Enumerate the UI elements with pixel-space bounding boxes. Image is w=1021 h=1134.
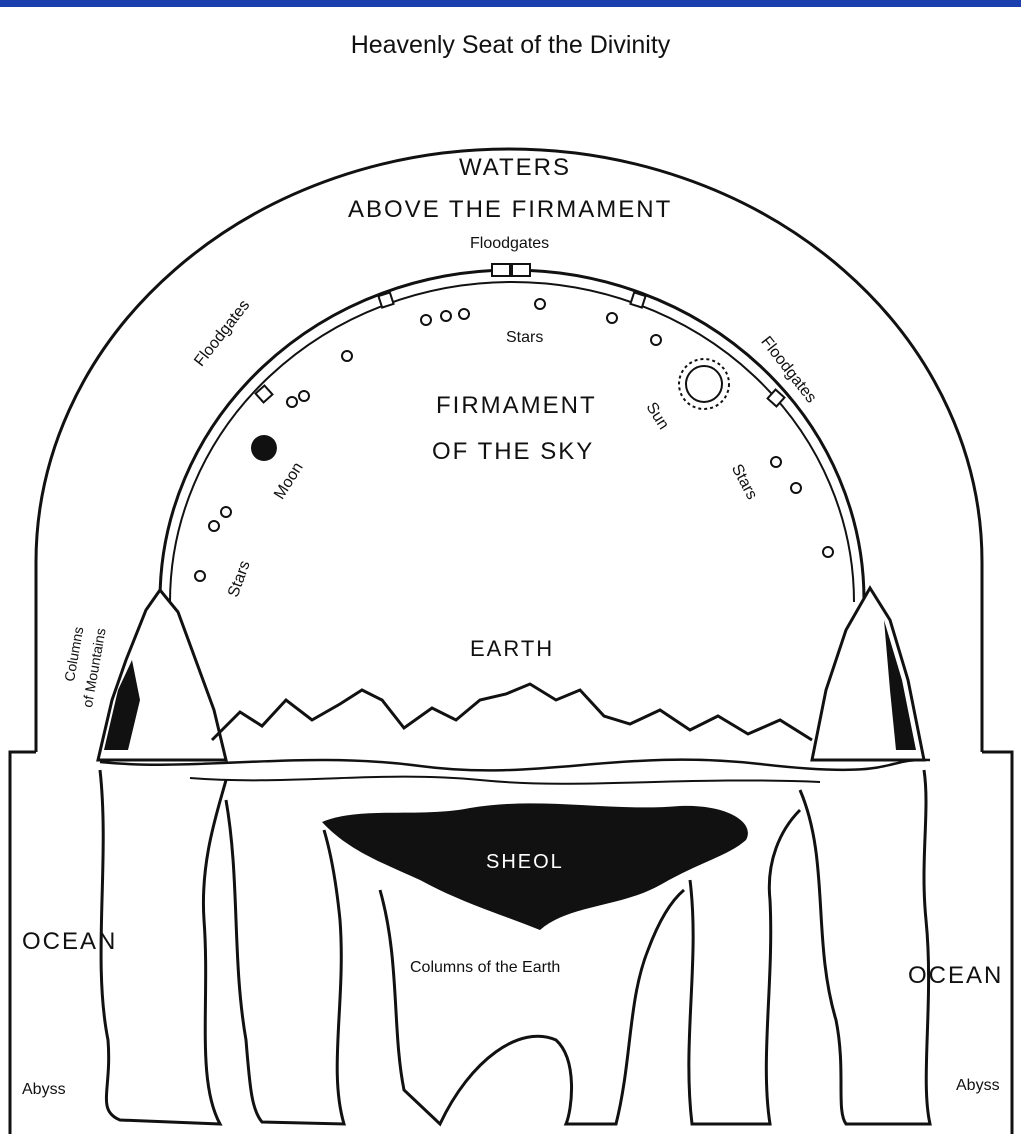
label-firmament: FIRMAMENT — [436, 394, 597, 418]
pillar-far-right — [800, 770, 930, 1124]
firmament-dome-outer — [160, 270, 864, 600]
earth-river — [190, 777, 820, 784]
label-ocean-left: OCEAN — [22, 930, 117, 954]
pillar-left — [226, 800, 344, 1124]
label-columns-of-earth: Columns of the Earth — [410, 960, 560, 976]
label-earth: EARTH — [470, 638, 554, 660]
pillar-far-left — [100, 770, 226, 1124]
sun-icon — [679, 359, 729, 409]
label-above-firmament: ABOVE THE FIRMAMENT — [348, 198, 672, 222]
label-sheol: SHEOL — [486, 852, 564, 872]
moon-icon — [251, 435, 280, 461]
label-floodgates-top: Floodgates — [470, 236, 549, 252]
label-of-the-sky: OF THE SKY — [432, 440, 594, 464]
label-waters: WATERS — [459, 156, 571, 180]
label-ocean-right: OCEAN — [908, 964, 1003, 988]
label-stars-top: Stars — [506, 330, 543, 346]
label-abyss-right: Abyss — [956, 1078, 1000, 1094]
earth-mountain-ridge — [212, 684, 812, 740]
diagram-title: Heavenly Seat of the Divinity — [0, 33, 1021, 58]
label-abyss-left: Abyss — [22, 1082, 66, 1098]
